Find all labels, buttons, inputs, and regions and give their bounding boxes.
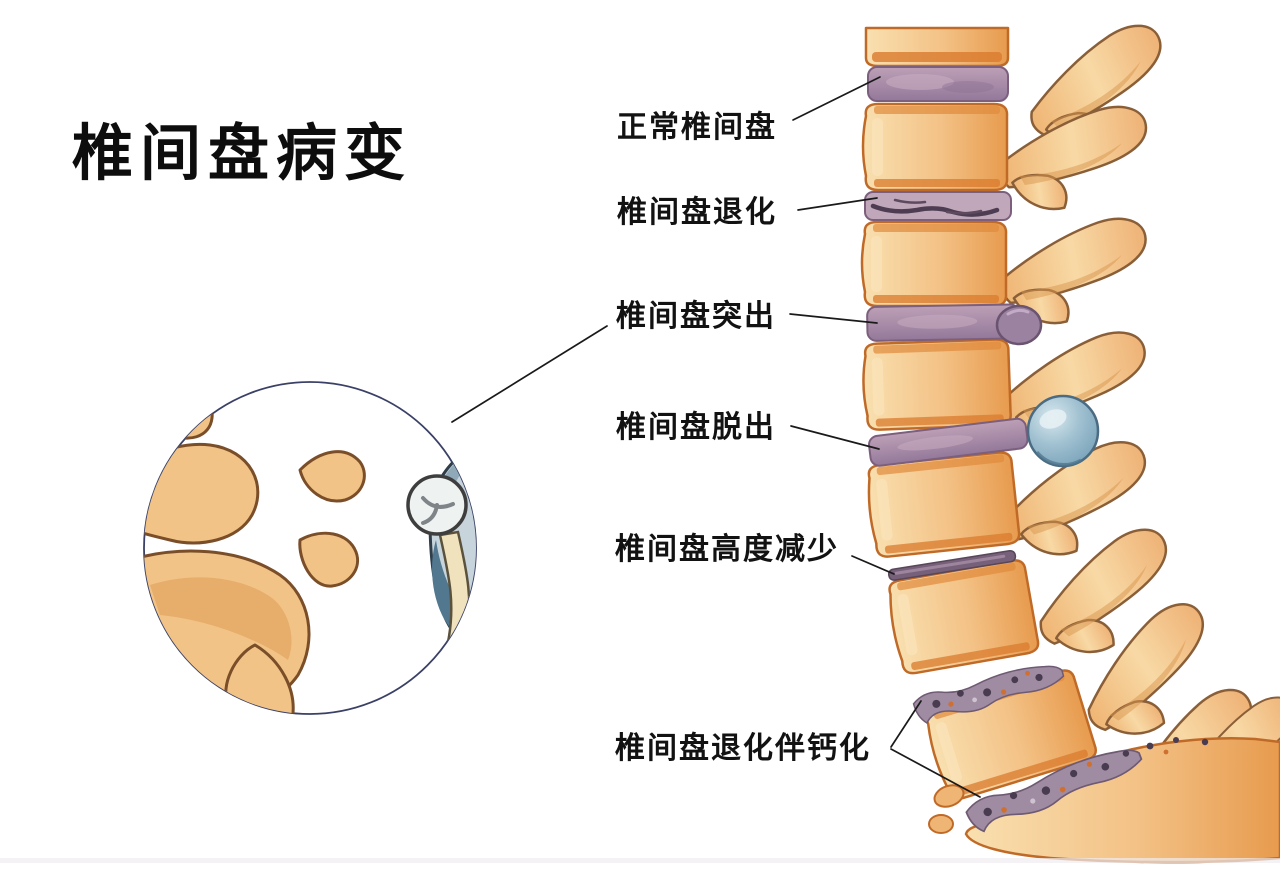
- leader-disc-prolapse: [790, 425, 880, 450]
- leader-calcification-upper: [890, 700, 922, 748]
- calcified-debris: [1146, 737, 1209, 755]
- leader-normal-disc: [792, 76, 881, 121]
- leader-calcification-lower: [890, 748, 981, 798]
- disc-calcified-upper: [911, 657, 1067, 727]
- label-disc-height-loss: 椎间盘高度减少: [615, 533, 839, 566]
- leader-disc-protrusion: [789, 313, 878, 324]
- inset-lower-vertebra: [546, 631, 713, 720]
- label-disc-protrusion: 椎间盘突出: [616, 300, 776, 333]
- leader-lines: [451, 76, 981, 798]
- leader-disc-degeneration: [797, 197, 878, 211]
- disc-narrowed: [887, 549, 1017, 581]
- disc-normal: [867, 66, 1009, 102]
- disc-protrusion: [866, 303, 1043, 346]
- page-title: 椎间盘病变: [72, 118, 413, 187]
- label-normal-disc: 正常椎间盘: [617, 111, 777, 144]
- leader-inset: [451, 325, 608, 423]
- label-disc-prolapse: 椎间盘脱出: [616, 411, 776, 444]
- label-disc-degeneration-calcification: 椎间盘退化伴钙化: [615, 732, 871, 765]
- disc-prolapse: [868, 394, 1100, 468]
- label-disc-degeneration: 椎间盘退化: [617, 196, 777, 229]
- disc-calcified-lower: [963, 739, 1147, 837]
- bottom-edge-strip: [0, 858, 1280, 863]
- disc-degenerated: [864, 191, 1012, 221]
- cross-section-inset: [143, 381, 713, 720]
- leader-disc-height-loss: [851, 555, 895, 575]
